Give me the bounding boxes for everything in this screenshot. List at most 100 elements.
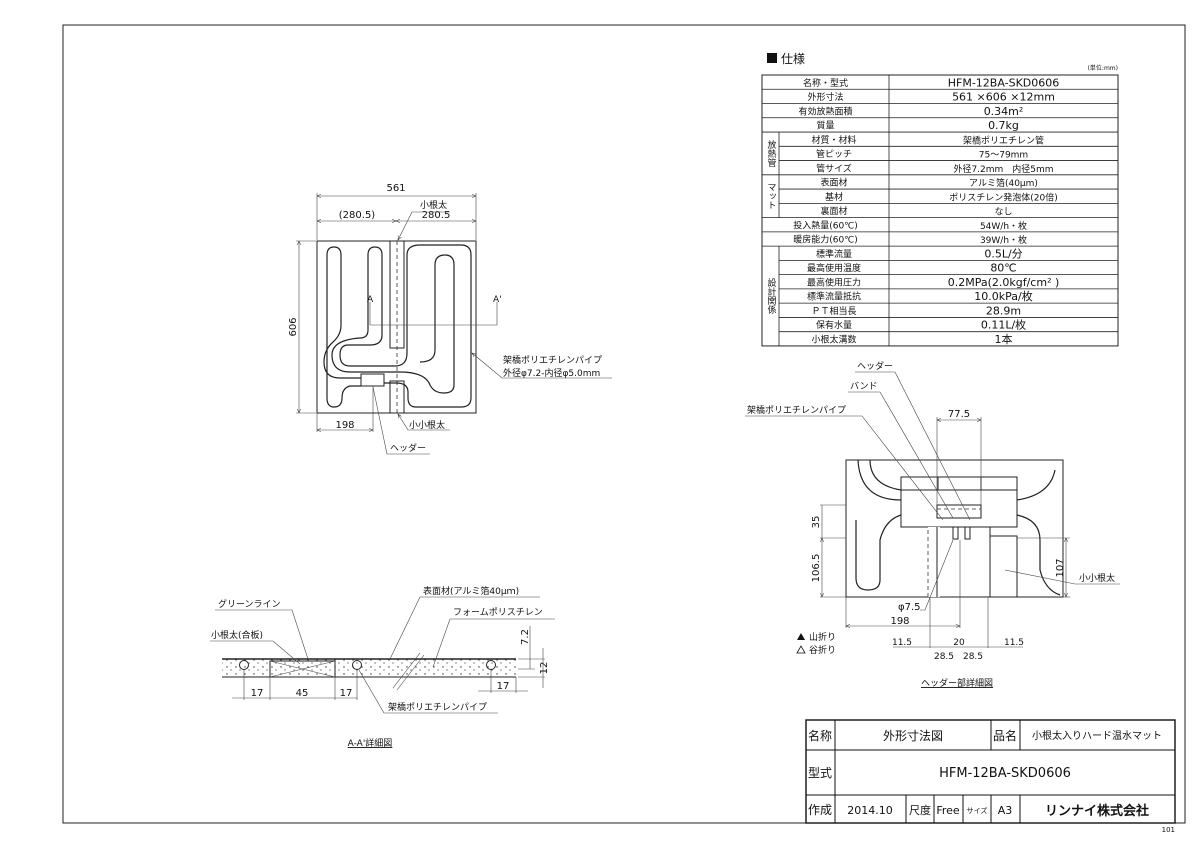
created-label: 作成	[808, 803, 832, 817]
spec-label: 標準流量抵抗	[807, 291, 861, 303]
spec-value: 561 ×606 ×12mm	[952, 91, 1055, 104]
label-pipe-line1: 架橋ポリエチレンパイプ	[503, 354, 602, 366]
dim-77-5: 77.5	[948, 409, 970, 420]
small-joist-section	[989, 535, 1018, 598]
spec-value: 1本	[995, 332, 1013, 346]
spec-label: 管ピッチ	[816, 148, 852, 160]
spec-value: 架橋ポリエチレン管	[963, 134, 1044, 146]
spec-label: ＰＴ相当長	[811, 305, 856, 317]
spec-value: 外径7.2mm 内径5mm	[953, 163, 1053, 175]
valley-fold-icon	[796, 645, 806, 654]
spec-label: 標準流量	[816, 248, 852, 260]
dim-20: 20	[953, 638, 965, 648]
spec-label: 有効放熱面積	[798, 105, 852, 117]
spec-section: 仕様 (単位:mm) 名称・型式 HFM-12BA-SKD0606 外形寸法 561 …	[761, 52, 1119, 347]
label-pipe-line2: 外径φ7.2-内径φ5.0mm	[503, 367, 600, 379]
model-value: HFM-12BA-SKD0606	[939, 766, 1071, 781]
plan-view: A A' 561 (280.5) 280.5 606 198 小根太 小小根太 …	[288, 183, 612, 455]
spec-label: 投入熱量(60℃)	[793, 219, 858, 231]
dim-107: 107	[1055, 558, 1066, 577]
dim-7-2: 7.2	[520, 629, 531, 645]
spec-value: 54W/h・枚	[980, 220, 1027, 232]
spec-group-heat-pipe: 放熱管	[766, 139, 777, 167]
name-label: 名称	[808, 728, 832, 743]
unit-note: (単位:mm)	[1088, 64, 1118, 72]
mountain-fold-icon	[797, 633, 805, 640]
spec-label: 名称・型式	[803, 77, 848, 89]
spec-value: 75〜79mm	[979, 151, 1028, 161]
label-joist: 小根太	[420, 199, 447, 211]
header-detail: 77.5 35 106.5 107 φ7.5 198 11.5 20 11.5 …	[745, 360, 1120, 689]
section-line	[369, 302, 498, 326]
spec-label: 外形寸法	[807, 91, 843, 103]
label-small-joist: 小小根太	[409, 419, 445, 431]
section-a-prime-label: A'	[493, 295, 502, 305]
spec-value: 0.7kg	[988, 119, 1019, 132]
header-body	[900, 476, 1018, 528]
dim-phi-7-5: φ7.5	[898, 602, 921, 613]
dim-198: 198	[890, 616, 909, 627]
spec-label: 表面材	[820, 177, 847, 189]
dim-left-half: (280.5)	[339, 210, 376, 221]
label-surface: 表面材(アルミ箔40μｍ)	[423, 585, 519, 597]
header-box	[360, 373, 385, 387]
product-value: 小根太入りハード温水マット	[1032, 729, 1162, 742]
spec-value: HFM-12BA-SKD0606	[948, 76, 1060, 89]
spec-value: 0.2MPa(2.0kgf/cm² )	[948, 276, 1060, 289]
label-foam: フォームポリスチレン	[453, 607, 543, 618]
spec-value: 0.5L/分	[984, 247, 1022, 260]
label-band: バンド	[850, 381, 877, 392]
label-green-line: グリーンライン	[218, 598, 281, 610]
product-label: 品名	[993, 728, 1017, 743]
size-value: A3	[998, 804, 1013, 817]
spec-value: アルミ箔(40μm)	[969, 177, 1038, 189]
spec-label: 小根太溝数	[811, 333, 856, 345]
spec-label: 最高使用温度	[807, 262, 861, 274]
spec-value: 80℃	[990, 262, 1016, 275]
joist-plywood	[269, 660, 336, 678]
section-a-label: A	[367, 295, 374, 305]
dim-28-5b: 28.5	[963, 652, 983, 662]
dim-17b: 17	[340, 688, 353, 699]
dim-35: 35	[811, 516, 822, 529]
title-block: 名称 外形寸法図 品名 小根太入りハード温水マット 型式 HFM-12BA-SK…	[805, 719, 1176, 834]
company-logo: リンナイ株式会社	[1045, 803, 1149, 819]
legend-valley: 谷折り	[809, 644, 836, 656]
legend-mountain: 山折り	[809, 631, 836, 643]
dim-header-offset: 198	[335, 420, 354, 431]
dim-height: 606	[288, 317, 299, 336]
created-value: 2014.10	[847, 804, 893, 817]
spec-group-mat: マット	[766, 183, 776, 210]
dim-28-5a: 28.5	[934, 652, 954, 662]
heating-pipe	[323, 244, 472, 408]
spec-value: ポリスチレン発泡体(20倍)	[949, 191, 1057, 203]
spec-value: なし	[994, 207, 1012, 218]
model-label: 型式	[808, 766, 832, 780]
section-view: 17 45 17 17 7.2 12 グリーンライン 小根太(合板) 表面材(ア…	[210, 585, 555, 749]
name-value: 外形寸法図	[883, 729, 943, 743]
spec-label: 暖房能力(60℃)	[793, 234, 858, 246]
label-pipe: 架橋ポリエチレンパイプ	[388, 701, 487, 713]
spec-table: 名称・型式 HFM-12BA-SKD0606 外形寸法 561 ×606 ×12mm 有…	[761, 74, 1119, 347]
spec-value: 0.34m²	[984, 105, 1024, 118]
spec-value: 28.9m	[986, 304, 1021, 317]
label-pipe-detail: 架橋ポリエチレンパイプ	[747, 404, 846, 416]
dim-11-5a: 11.5	[892, 638, 912, 648]
label-small-joist-detail: 小小根太	[1079, 572, 1115, 584]
sheet-number: 101	[1162, 826, 1175, 834]
spec-table-border	[761, 74, 1119, 347]
spec-heading: 仕様	[781, 52, 805, 66]
spec-label: 裏面材	[820, 205, 847, 217]
spec-label: 基材	[825, 191, 843, 203]
heading-square-icon	[767, 53, 777, 63]
header-detail-title: ヘッダー部詳細図	[921, 677, 993, 689]
section-title: A-A'詳細図	[348, 737, 393, 749]
spec-value: 0.11L/枚	[981, 318, 1026, 332]
dim-width: 561	[386, 183, 405, 194]
spec-value: 10.0kPa/枚	[974, 289, 1032, 303]
scale-label: 尺度	[909, 803, 931, 817]
label-header-detail: ヘッダー	[857, 360, 893, 372]
spec-label: 管サイズ	[816, 162, 852, 174]
label-header: ヘッダー	[390, 442, 426, 454]
